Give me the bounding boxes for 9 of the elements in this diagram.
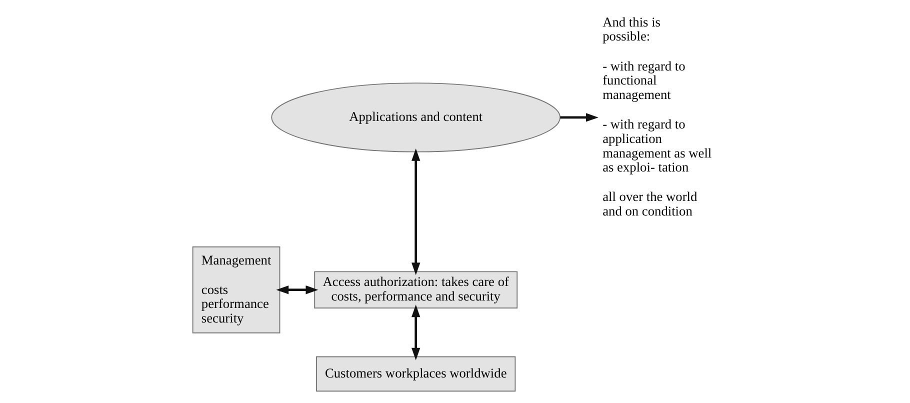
arrow xyxy=(411,148,420,276)
arrow xyxy=(411,304,420,360)
node-ellipse: Applications and content xyxy=(270,82,560,152)
arrow xyxy=(276,286,318,294)
arrow xyxy=(560,113,598,122)
node-text: And this is possible: - with regard to functional management - with regard to application management as well as exploi- tation all over the world and on condition xyxy=(602,14,712,219)
node-box: Management costs performance security xyxy=(192,246,280,334)
node-box: Access authorization: takes care of costs, performance and security xyxy=(314,271,518,308)
node-box: Customers workplaces worldwide xyxy=(316,356,516,392)
